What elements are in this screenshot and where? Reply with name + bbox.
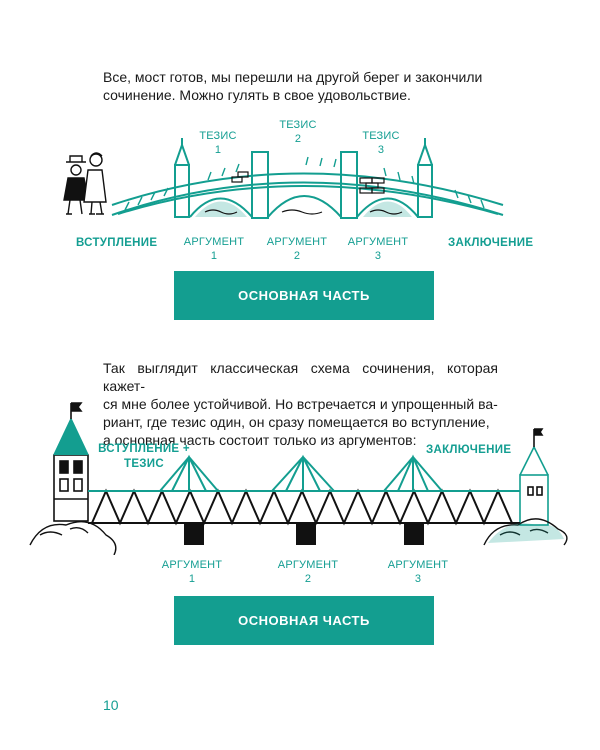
paragraph-line: Все, мост готов, мы перешли на другой бе… — [103, 69, 483, 85]
middle-paragraph: Так выглядит классическая схема сочинени… — [103, 359, 498, 449]
argument-label-2: АРГУМЕНТ 2 — [266, 236, 328, 262]
intro-label: ВСТУПЛЕНИЕ — [76, 237, 158, 249]
two-figures-illustration — [63, 152, 107, 215]
main-part-label-2: ОСНОВНАЯ ЧАСТЬ — [238, 613, 370, 628]
main-part-band: ОСНОВНАЯ ЧАСТЬ — [174, 271, 434, 320]
argument-label-1b: АРГУМЕНТ 1 — [161, 559, 223, 585]
paragraph-line: Так выглядит классическая схема сочинени… — [103, 360, 498, 394]
argument-label-3b: АРГУМЕНТ 3 — [387, 559, 449, 585]
main-part-label: ОСНОВНАЯ ЧАСТЬ — [238, 288, 370, 303]
left-castle-illustration — [53, 402, 89, 522]
thesis-label-2: ТЕЗИС 2 — [279, 119, 317, 145]
argument-label-1: АРГУМЕНТ 1 — [183, 236, 245, 262]
paragraph-line: сочинение. Можно гулять в свое удовольст… — [103, 87, 411, 103]
conclusion-label-2: ЗАКЛЮЧЕНИЕ — [426, 444, 512, 456]
page-number: 10 — [103, 697, 119, 713]
intro-thesis-label: ВСТУПЛЕНИЕ + ТЕЗИС — [98, 443, 190, 470]
simplified-bridge-illustration — [29, 402, 568, 555]
thesis-label-3: ТЕЗИС 3 — [362, 130, 400, 156]
argument-label-2b: АРГУМЕНТ 2 — [277, 559, 339, 585]
conclusion-label: ЗАКЛЮЧЕНИЕ — [448, 237, 534, 249]
intro-paragraph: Все, мост готов, мы перешли на другой бе… — [103, 68, 498, 104]
main-part-band-2: ОСНОВНАЯ ЧАСТЬ — [174, 596, 434, 645]
paragraph-line: ся мне более устойчивой. Но встречается … — [103, 396, 498, 412]
classic-bridge-illustration — [63, 138, 504, 219]
thesis-label-1: ТЕЗИС 1 — [199, 130, 237, 156]
argument-label-3: АРГУМЕНТ 3 — [347, 236, 409, 262]
paragraph-line: риант, где тезис один, он сразу помещает… — [103, 414, 490, 430]
paragraph-line: а основная часть состоит только из аргум… — [103, 432, 417, 448]
right-castle-illustration — [519, 428, 549, 526]
